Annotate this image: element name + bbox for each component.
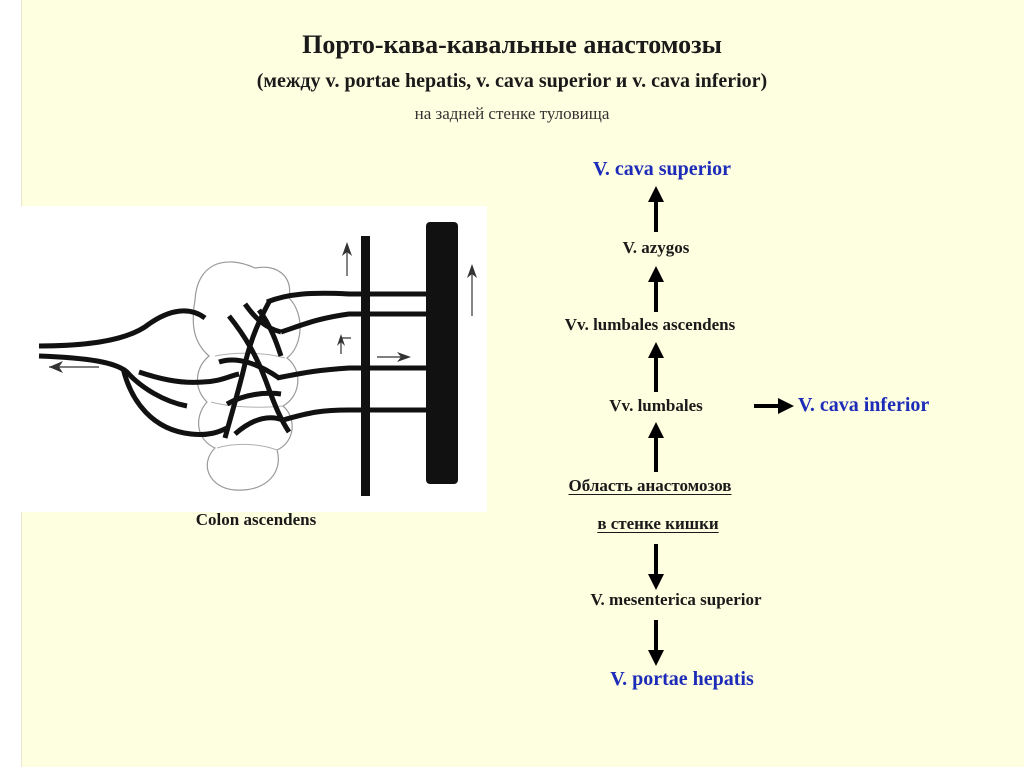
label-region-line2: в стенке кишки: [597, 514, 718, 534]
label-cava-inferior: V. cava inferior: [798, 394, 929, 417]
slide-note: на задней стенке туловища: [0, 104, 1024, 124]
figure-caption: Colon ascendens: [196, 510, 316, 530]
label-lumbales: Vv. lumbales: [609, 396, 703, 416]
slide-subtitle: (между v. portae hepatis, v. cava superi…: [0, 70, 1024, 93]
drawing-svg: [19, 206, 487, 512]
ascending-lumbar-vein: [361, 236, 370, 496]
left-branch-mid: [139, 372, 239, 382]
label-portae-hepatis: V. portae hepatis: [610, 668, 754, 691]
label-mesenterica-superior: V. mesenterica superior: [590, 590, 761, 610]
label-region-line1: Область анастомозов: [569, 476, 732, 496]
wall-network: [219, 302, 289, 438]
slide-title: Порто-кава-кавальные анастомозы: [0, 30, 1024, 60]
label-azygos: V. azygos: [623, 238, 690, 258]
label-lumbales-ascendens: Vv. lumbales ascendens: [565, 315, 736, 335]
inferior-vena-cava: [426, 222, 458, 484]
left-mesenteric-vessel: [39, 311, 205, 346]
colon-anastomosis-drawing: [19, 206, 487, 512]
label-cava-superior: V. cava superior: [593, 158, 731, 181]
